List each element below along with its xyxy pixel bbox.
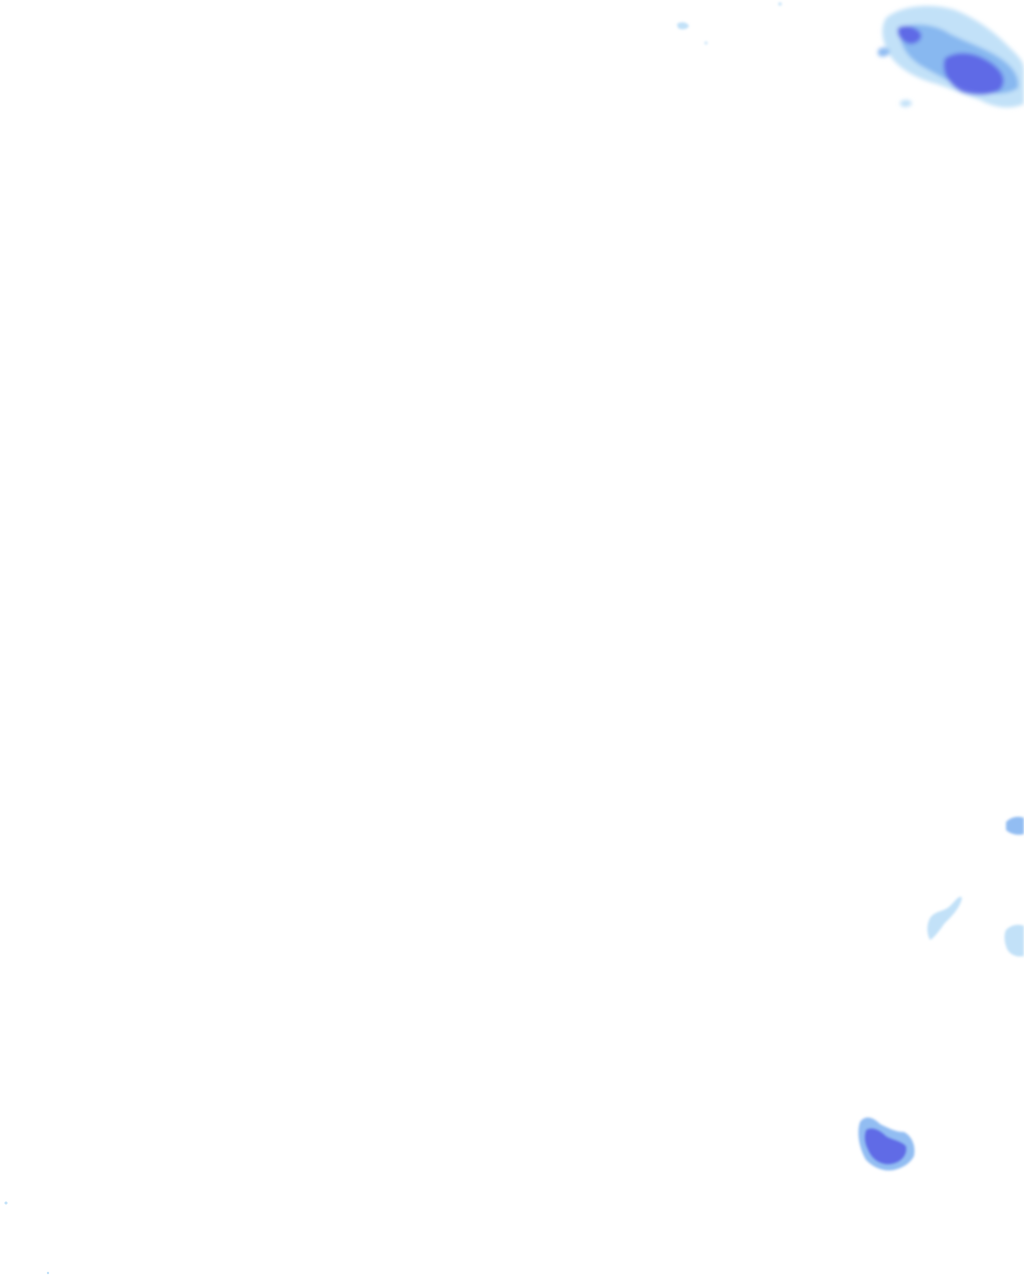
precip-cell-northeast [878, 5, 1024, 108]
precip-cell-southeast [858, 1117, 915, 1171]
precip-cell-east-streak [927, 896, 962, 940]
precip-cell-east-edge [1004, 924, 1024, 957]
precip-speck-southwest [4, 1201, 50, 1275]
precip-cell-east-small [1006, 816, 1024, 835]
precip-speck-north [677, 2, 782, 45]
